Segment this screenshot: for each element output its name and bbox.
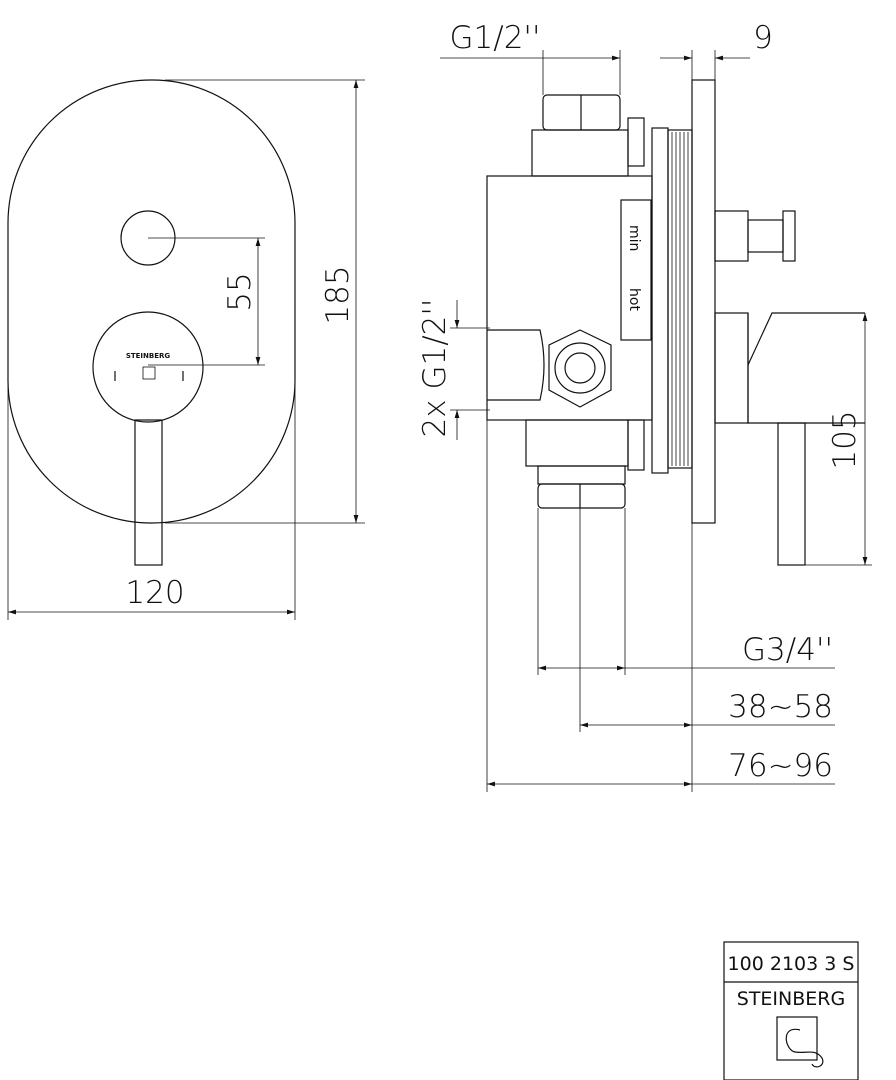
dim-depth-min: 38~58 [728, 689, 833, 725]
dim-120: 120 [125, 575, 184, 611]
article-number: 100 2103 3 S [728, 953, 855, 975]
dim-side-connections: 2x G1/2'' [417, 299, 453, 438]
logo-icon [142, 366, 156, 380]
label-plate [620, 199, 652, 341]
front-view: STEINBERG 55 185 120 [7, 79, 365, 620]
brand-mark: STEINBERG [126, 352, 171, 360]
dim-55: 55 [222, 272, 258, 311]
lever [134, 419, 163, 566]
mixer-handle-base [92, 311, 204, 423]
brand-name: STEINBERG [737, 988, 845, 1010]
bottom-nut [537, 483, 626, 509]
dim-185: 185 [320, 265, 356, 324]
label-min: min [626, 225, 642, 251]
mounting-plate [691, 79, 716, 524]
dim-bottom-connection: G3/4'' [742, 632, 833, 668]
side-view: min hot G1/2'' 9 2x G1/2'' 105 G3/4'' [417, 20, 872, 792]
dim-lever-height: 105 [827, 410, 863, 469]
logo-icon [776, 1016, 818, 1061]
side-lever [777, 422, 806, 566]
diverter-pin [782, 210, 796, 262]
dim-plate: 9 [753, 20, 773, 56]
title-block: 100 2103 3 S STEINBERG [723, 941, 859, 1080]
dim-depth-max: 76~96 [728, 748, 833, 784]
label-hot: hot [626, 288, 642, 311]
dim-top-connection: G1/2'' [450, 20, 541, 56]
side-nut [548, 329, 612, 408]
